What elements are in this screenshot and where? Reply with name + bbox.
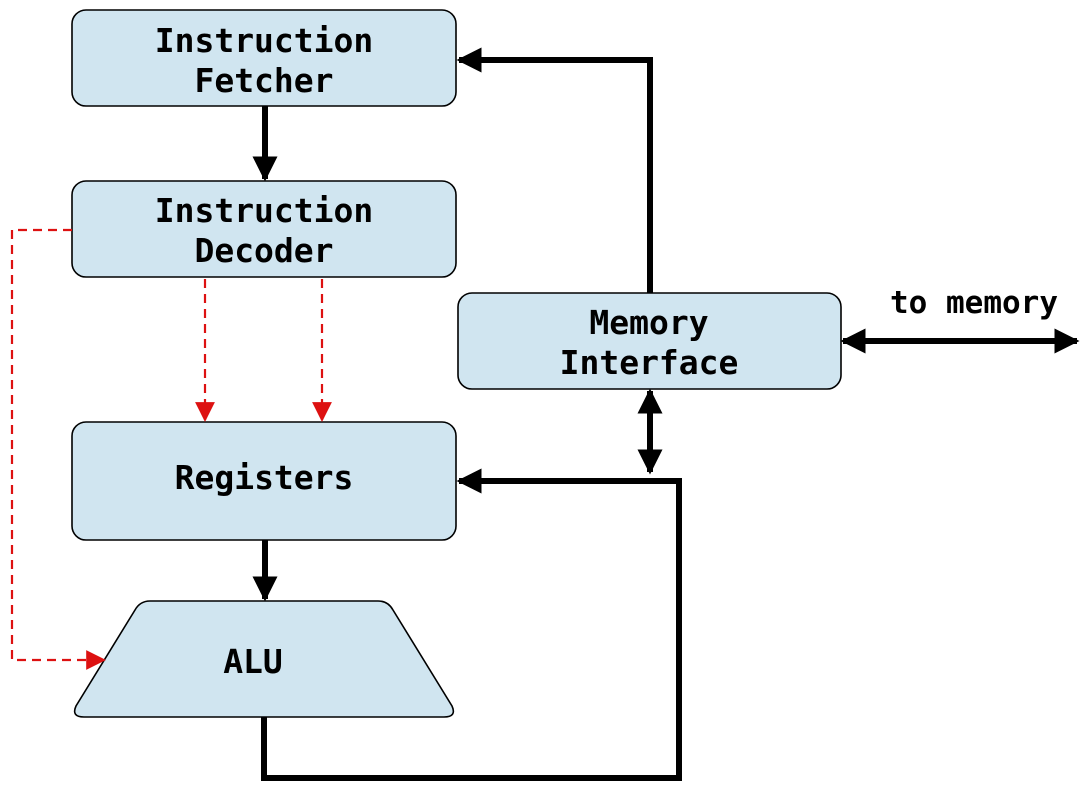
alu-to-registers-feedback-arrow (261, 468, 682, 781)
registers-block: Registers (71, 421, 457, 541)
instruction-decoder-label-line1: Instruction (155, 191, 374, 230)
memory-interface-to-fetcher-arrow (456, 47, 653, 293)
instruction-fetcher-label-line1: Instruction (155, 21, 374, 60)
memory-interface-block: Memory Interface (457, 292, 842, 390)
instruction-fetcher-label-line2: Fetcher (194, 61, 333, 100)
registers-label: Registers (175, 458, 354, 497)
instruction-decoder-label-line2: Decoder (194, 231, 333, 270)
alu-label: ALU (223, 642, 283, 681)
instruction-fetcher-block: Instruction Fetcher (71, 9, 457, 107)
memory-interface-label-line2: Interface (560, 343, 739, 382)
alu-trapezoid (73, 600, 455, 718)
memory-interface-label-line1: Memory (589, 303, 708, 342)
decoder-to-alu-control-arrow (10, 228, 106, 670)
instruction-decoder-block: Instruction Decoder (71, 180, 457, 278)
to-memory-label: to memory (890, 285, 1058, 321)
alu-block: ALU (73, 600, 455, 718)
